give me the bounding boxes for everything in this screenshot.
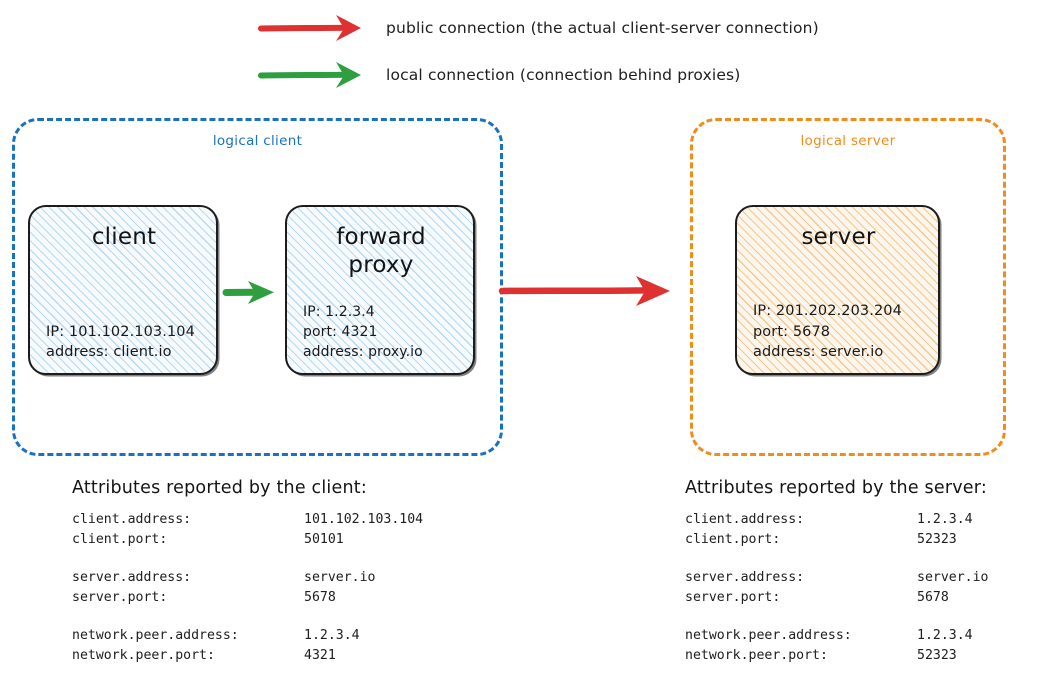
table-row-spacer [685, 608, 988, 626]
node-server-properties: IP: 201.202.203.204 port: 5678 address: … [753, 301, 924, 363]
table-row: client.address: 101.102.103.104 [72, 510, 423, 530]
table-row-spacer [72, 550, 423, 568]
hatch-pattern-orange [737, 207, 938, 373]
node-server-address: address: server.io [753, 344, 884, 361]
table-row: server.address: server.io [685, 568, 988, 588]
attr-key: server.address: [685, 570, 805, 585]
red-arrow-icon [498, 276, 670, 306]
attributes-reported-by-server: Attributes reported by the server: clien… [685, 478, 988, 666]
node-server-ip: IP: 201.202.203.204 [753, 303, 902, 320]
attr-value: 1.2.3.4 [917, 512, 973, 527]
hatch-pattern-blue [30, 207, 216, 373]
attr-value: 5678 [304, 590, 336, 605]
attr-key: client.address: [72, 512, 192, 527]
logical-client-group: logical client [12, 118, 503, 456]
node-client-address: address: client.io [46, 344, 172, 361]
attr-key: client.port: [685, 532, 781, 547]
node-forward-proxy-properties: IP: 1.2.3.4 port: 4321 address: proxy.io [303, 303, 459, 363]
node-client-title: client [91, 224, 157, 250]
table-row: server.address: server.io [72, 568, 423, 588]
attr-key: network.peer.port: [72, 648, 215, 663]
node-client-ip: IP: 101.102.103.104 [46, 323, 195, 340]
table-row: server.port: 5678 [72, 588, 423, 608]
attr-key: network.peer.address: [72, 628, 239, 643]
green-arrow-icon [258, 62, 361, 88]
logical-client-label: logical client [212, 133, 303, 149]
node-forward-proxy-port: port: 4321 [303, 324, 378, 341]
attr-value: 52323 [917, 532, 957, 547]
legend-label-local-connection: local connection (connection behind prox… [386, 66, 741, 84]
attr-key: network.peer.port: [685, 648, 828, 663]
red-arrow-icon [258, 15, 361, 41]
table-row-spacer [685, 550, 988, 568]
attr-key: client.port: [72, 532, 168, 547]
table-row: client.port: 50101 [72, 530, 423, 550]
attributes-server-heading: Attributes reported by the server: [685, 478, 987, 498]
attr-value: 1.2.3.4 [304, 628, 360, 643]
table-row: client.port: 52323 [685, 530, 988, 550]
attr-value: 101.102.103.104 [304, 512, 424, 527]
attr-key: server.port: [685, 590, 781, 605]
attributes-client-heading: Attributes reported by the client: [72, 478, 367, 498]
node-client-properties: IP: 101.102.103.104 address: client.io [46, 322, 202, 363]
legend-label-public-connection: public connection (the actual client-ser… [386, 19, 819, 37]
node-forward-proxy-title-line2: proxy [348, 252, 414, 279]
attributes-server-table: client.address: 1.2.3.4 client.port: 523… [685, 510, 988, 666]
table-row: server.port: 5678 [685, 588, 988, 608]
node-server-title: server [801, 224, 876, 250]
node-server-port: port: 5678 [753, 323, 831, 340]
node-forward-proxy[interactable]: forward proxy IP: 1.2.3.4 port: 4321 add… [285, 205, 475, 375]
hatch-pattern-blue [287, 207, 473, 373]
attr-value: server.io [304, 570, 376, 585]
attr-value: 4321 [304, 648, 336, 663]
logical-server-group: logical server [690, 118, 1006, 456]
attr-value: 52323 [917, 648, 957, 663]
logical-server-label: logical server [800, 133, 896, 149]
node-client[interactable]: client IP: 101.102.103.104 address: clie… [28, 205, 218, 375]
attr-key: server.port: [72, 590, 168, 605]
attributes-client-table: client.address: 101.102.103.104 client.p… [72, 510, 423, 666]
legend-item-public-connection: public connection (the actual client-ser… [258, 8, 819, 48]
table-row-spacer [72, 608, 423, 626]
attributes-reported-by-client: Attributes reported by the client: clien… [72, 478, 423, 666]
attr-key: client.address: [685, 512, 805, 527]
attr-key: network.peer.address: [685, 628, 852, 643]
node-forward-proxy-ip: IP: 1.2.3.4 [303, 304, 375, 321]
node-server[interactable]: server IP: 201.202.203.204 port: 5678 ad… [735, 205, 940, 375]
node-forward-proxy-address: address: proxy.io [303, 344, 423, 361]
table-row: network.peer.address: 1.2.3.4 [72, 626, 423, 646]
table-row: client.address: 1.2.3.4 [685, 510, 988, 530]
green-arrow-icon [222, 281, 274, 304]
node-forward-proxy-title: forward proxy [303, 223, 459, 279]
attr-value: server.io [917, 570, 989, 585]
table-row: network.peer.port: 4321 [72, 646, 423, 666]
legend-item-local-connection: local connection (connection behind prox… [258, 55, 740, 95]
attr-value: 5678 [917, 590, 949, 605]
node-forward-proxy-title-line1: forward [336, 224, 426, 250]
attr-key: server.address: [72, 570, 192, 585]
legend: public connection (the actual client-ser… [0, 0, 1039, 100]
table-row: network.peer.address: 1.2.3.4 [685, 626, 988, 646]
attr-value: 1.2.3.4 [917, 628, 973, 643]
attr-value: 50101 [304, 532, 344, 547]
table-row: network.peer.port: 52323 [685, 646, 988, 666]
